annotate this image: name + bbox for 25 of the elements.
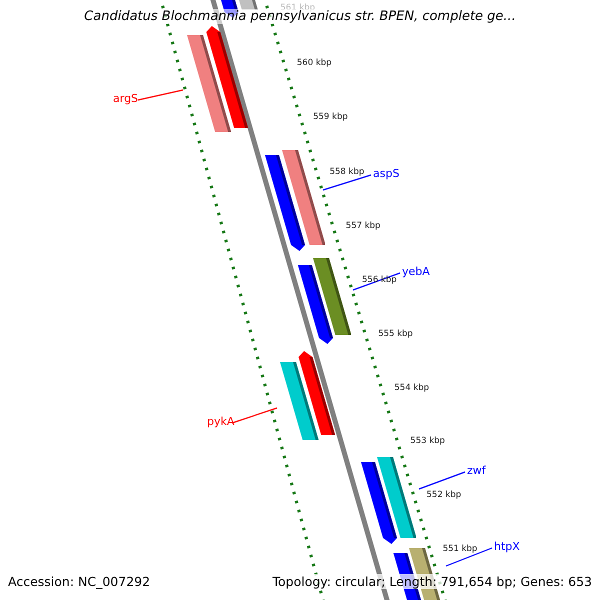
gene-block bbox=[376, 457, 416, 538]
gene-block bbox=[280, 362, 319, 440]
leader-line bbox=[322, 174, 372, 191]
gene-label: yebA bbox=[402, 265, 430, 278]
accession-text: Accession: NC_007292 bbox=[8, 574, 150, 589]
gene-block bbox=[282, 150, 326, 245]
leader-line bbox=[138, 89, 184, 101]
scale-label: 557 kbp bbox=[346, 221, 380, 231]
leader-line bbox=[352, 272, 400, 291]
gene-label: pykA bbox=[207, 415, 234, 428]
gene-label: htpX bbox=[494, 540, 520, 553]
gene-block bbox=[312, 258, 352, 335]
leader-line bbox=[418, 471, 466, 490]
gene-label: aspS bbox=[373, 167, 400, 180]
gene-label: zwf bbox=[467, 464, 486, 477]
scale-label: 560 kbp bbox=[296, 58, 332, 68]
leader-line bbox=[446, 547, 492, 567]
scale-label: 555 kbp bbox=[378, 329, 413, 339]
genome-info-text: Topology: circular; Length: 791,654 bp; Genes: 653 bbox=[272, 574, 592, 589]
gene-block bbox=[187, 35, 232, 132]
gene-label: argS bbox=[113, 92, 138, 105]
leader-line bbox=[232, 407, 278, 424]
scale-label: 554 kbp bbox=[394, 383, 430, 393]
scale-label: 558 kbp bbox=[330, 167, 364, 177]
scale-label: 552 kbp bbox=[426, 490, 462, 500]
